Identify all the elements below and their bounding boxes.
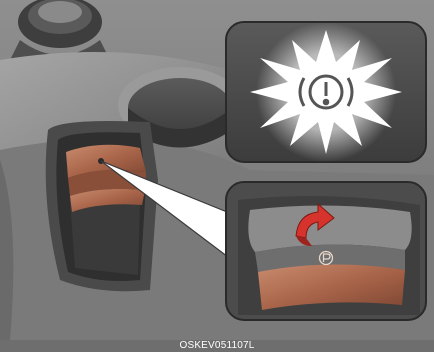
warning-light-callout xyxy=(226,22,426,162)
switch-detail-callout xyxy=(226,182,426,320)
image-code-caption: OSKEV051107L xyxy=(0,340,434,352)
